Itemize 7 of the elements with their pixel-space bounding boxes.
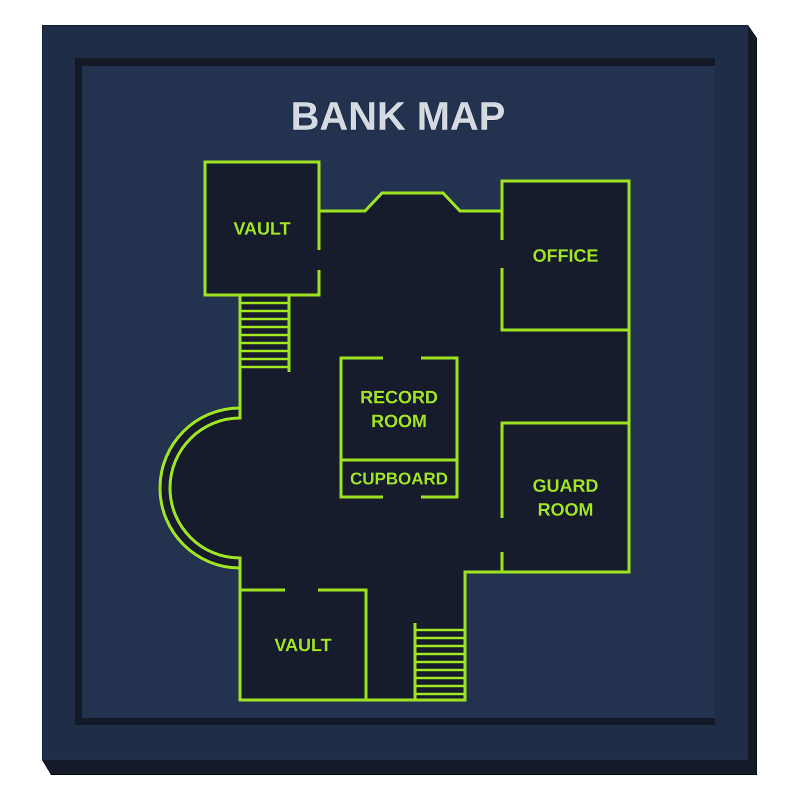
map-title: BANK MAP [293,102,504,130]
room-outline: CUPBOARD [340,460,458,498]
room-outline: GUARD ROOM [500,422,630,574]
room-outline: VAULT [238,588,368,702]
room-outline: OFFICE [500,180,630,332]
room-outline: RECORD ROOM [340,356,458,462]
room-outline: VAULT [204,160,320,296]
